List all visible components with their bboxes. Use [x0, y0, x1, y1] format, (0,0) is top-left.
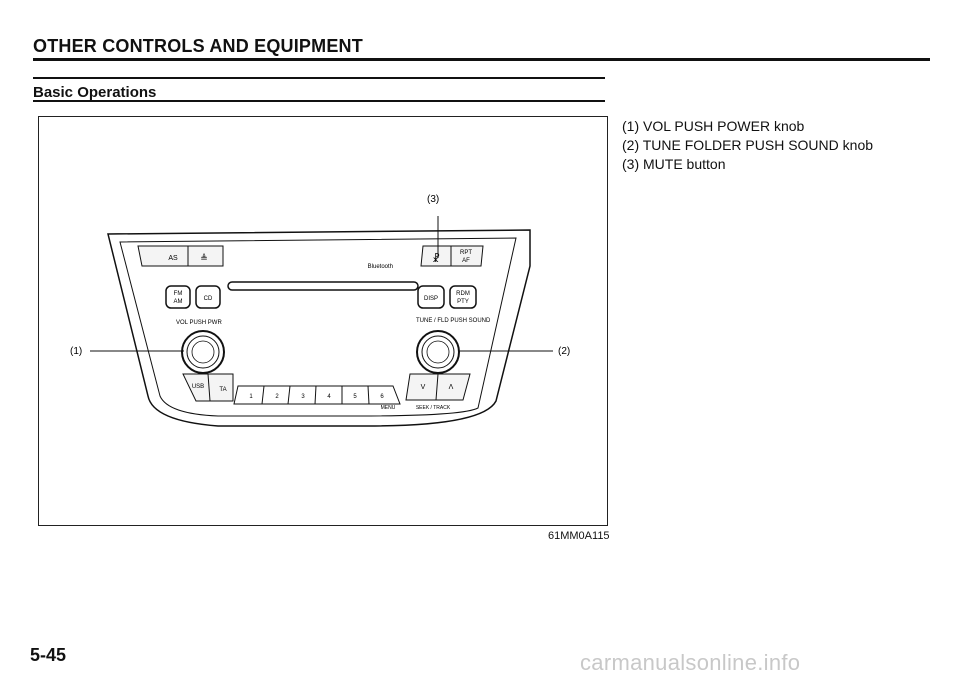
usb-label: USB: [192, 384, 204, 390]
subsection-rule-top: [33, 77, 605, 79]
bluetooth-label: Bluetooth: [368, 264, 393, 270]
mute-label: ☧: [432, 253, 440, 265]
audio-unit-diagram: AS ≜ Bluetooth ☧ RPT AF FM AM CD DISP RD…: [70, 194, 570, 427]
page-number: 5-45: [30, 645, 67, 665]
rpt-label: RPT: [460, 250, 472, 256]
preset-3: 3: [301, 394, 305, 400]
section-title: OTHER CONTROLS AND EQUIPMENT: [33, 36, 363, 56]
ta-label: TA: [219, 387, 226, 393]
watermark: carmanualsonline.info: [580, 650, 801, 675]
pty-label: PTY: [457, 299, 469, 305]
preset-6: 6: [380, 394, 384, 400]
figure-code: 61MM0A115: [548, 530, 610, 542]
seek-down-label: V: [421, 384, 426, 391]
fm-label: FM: [174, 291, 183, 297]
subsection-rule-bottom: [33, 100, 605, 102]
tune-label: TUNE / FLD PUSH SOUND: [416, 318, 491, 324]
disp-label: DISP: [424, 296, 438, 302]
am-label: AM: [174, 299, 183, 305]
preset-1: 1: [249, 394, 253, 400]
callout-1: (1): [70, 346, 82, 357]
preset-2: 2: [275, 394, 279, 400]
figure-frame: [38, 116, 608, 526]
preset-5: 5: [353, 394, 357, 400]
eject-label: ≜: [200, 253, 208, 263]
af-label: AF: [462, 258, 470, 264]
legend-item: (2) TUNE FOLDER PUSH SOUND knob: [622, 137, 874, 153]
preset-4: 4: [327, 394, 331, 400]
legend-item: (3) MUTE button: [622, 156, 726, 172]
subsection-title: Basic Operations: [33, 84, 157, 101]
callout-3: (3): [427, 194, 439, 205]
seek-up-label: Λ: [449, 384, 454, 391]
legend: (1) VOL PUSH POWER knob (2) TUNE FOLDER …: [622, 117, 873, 174]
as-label: AS: [168, 255, 178, 262]
seek-track-label: SEEK / TRACK: [416, 405, 451, 411]
callout-2: (2): [558, 346, 570, 357]
vol-label: VOL PUSH PWR: [176, 320, 222, 326]
legend-item: (1) VOL PUSH POWER knob: [622, 118, 805, 134]
cd-label: CD: [204, 296, 213, 302]
section-rule: [33, 58, 930, 61]
menu-label: MENU: [381, 405, 396, 411]
rdm-label: RDM: [456, 291, 470, 297]
